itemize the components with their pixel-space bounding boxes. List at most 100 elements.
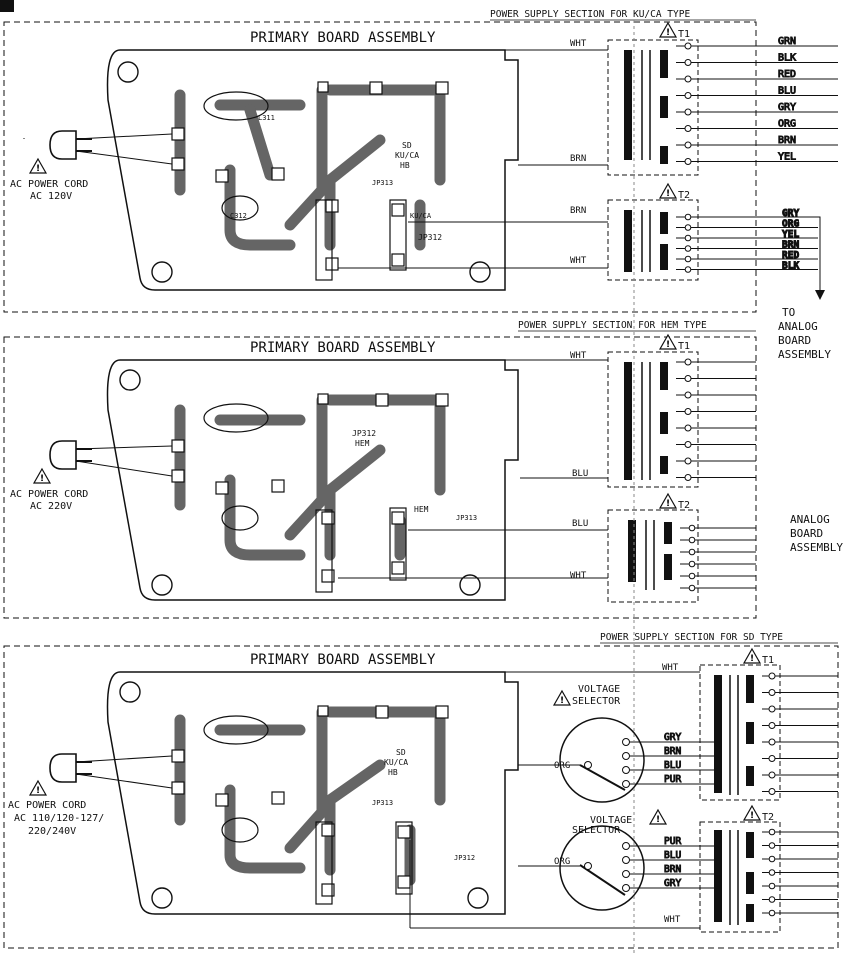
svg-text:BRN: BRN	[570, 154, 586, 164]
wire-color-label: BRN	[664, 746, 681, 757]
svg-text:BOARD: BOARD	[790, 527, 823, 540]
wire-color-label: YEL	[778, 152, 796, 163]
terminal	[688, 548, 696, 556]
svg-text:WHT: WHT	[570, 256, 587, 266]
section-sd: POWER SUPPLY SECTION FOR SD TYPE PRIMARY…	[3, 632, 839, 949]
terminal	[684, 441, 692, 448]
wire-color-label: BLU	[664, 850, 681, 861]
section-header: POWER SUPPLY SECTION FOR KU/CA TYPE	[490, 9, 690, 20]
svg-text:HB: HB	[400, 161, 410, 170]
wire-color-label: BRN	[664, 864, 681, 875]
transformer-t1	[699, 664, 781, 801]
svg-text:SELECTOR: SELECTOR	[572, 696, 621, 707]
power-cord-label: AC POWER CORD	[8, 800, 86, 811]
terminal	[684, 234, 692, 242]
terminal	[684, 408, 692, 415]
terminal	[768, 672, 776, 680]
terminal	[684, 424, 692, 432]
svg-text:T2: T2	[762, 812, 774, 823]
svg-text:ORG: ORG	[554, 857, 570, 867]
terminal	[768, 909, 776, 917]
terminal	[768, 689, 776, 696]
terminal	[684, 375, 692, 382]
wire-color-label: RED	[782, 250, 799, 261]
svg-text:BRN: BRN	[570, 206, 586, 216]
transformer-t1	[607, 39, 699, 176]
svg-text:AC 220V: AC 220V	[30, 501, 72, 512]
wire-color-label: ORG	[782, 219, 799, 230]
terminal	[684, 255, 692, 263]
terminal	[684, 141, 692, 149]
primary-board	[106, 49, 519, 291]
terminal	[684, 457, 692, 465]
svg-text:T1: T1	[762, 655, 774, 666]
svg-text:KU/CA: KU/CA	[395, 151, 419, 160]
terminal	[688, 536, 696, 544]
svg-text:SD: SD	[402, 141, 412, 150]
wire-color-label: PUR	[664, 836, 681, 847]
transformer-t1	[607, 351, 699, 488]
svg-text:KU/CA: KU/CA	[410, 212, 432, 220]
svg-text:BLU: BLU	[572, 469, 588, 479]
svg-text:HEM: HEM	[414, 505, 429, 514]
svg-text:WHT: WHT	[662, 663, 679, 673]
svg-text:VOLTAGE: VOLTAGE	[590, 815, 632, 826]
terminal	[768, 705, 776, 713]
terminal	[684, 59, 692, 66]
wire-color-label: RED	[778, 69, 796, 80]
svg-text:BLU: BLU	[572, 519, 588, 529]
board-title: PRIMARY BOARD ASSEMBLY	[250, 340, 436, 356]
voltage-selector-1: VOLTAGE SELECTOR ORG	[553, 684, 645, 803]
svg-text:AC 110/120-127/: AC 110/120-127/	[14, 813, 104, 824]
svg-text:SD: SD	[396, 748, 406, 757]
terminal	[768, 896, 776, 903]
svg-text:KU/CA: KU/CA	[384, 758, 408, 767]
terminal	[684, 245, 692, 252]
svg-text:L311: L311	[258, 114, 275, 122]
wire-color-label: BLU	[664, 760, 681, 771]
svg-text:VOLTAGE: VOLTAGE	[578, 684, 620, 695]
terminal	[768, 855, 776, 863]
svg-text:JP312: JP312	[352, 429, 376, 438]
wire-color-label: GRN	[778, 36, 796, 47]
wire-color-label: GRY	[664, 878, 681, 889]
svg-text:WHT: WHT	[570, 571, 587, 581]
terminal	[768, 842, 776, 849]
terminal	[688, 572, 696, 580]
svg-text:JP313: JP313	[372, 799, 393, 807]
transformer-t2	[699, 821, 781, 933]
terminal	[684, 266, 692, 273]
svg-text:T1: T1	[678, 341, 690, 352]
terminal	[684, 213, 692, 221]
terminal	[768, 755, 776, 762]
svg-text:ORG: ORG	[554, 761, 570, 771]
section-kuca: POWER SUPPLY SECTION FOR KU/CA TYPE PRIM…	[3, 9, 838, 361]
board-title: PRIMARY BOARD ASSEMBLY	[250, 30, 436, 46]
terminal	[684, 358, 692, 366]
primary-board	[106, 671, 519, 915]
svg-text:ANALOG: ANALOG	[790, 513, 830, 526]
svg-text:220/240V: 220/240V	[28, 826, 76, 837]
svg-text:ASSEMBLY: ASSEMBLY	[778, 348, 831, 361]
terminal	[684, 391, 692, 399]
svg-text:JP312: JP312	[454, 854, 475, 862]
wire-color-label: BLK	[782, 261, 799, 272]
svg-text:T2: T2	[678, 190, 690, 201]
svg-text:AC 120V: AC 120V	[30, 191, 72, 202]
section-hem: POWER SUPPLY SECTION FOR HEM TYPE PRIMAR…	[3, 320, 843, 619]
wire-color-label: BLK	[778, 53, 796, 64]
svg-text:BOARD: BOARD	[778, 334, 811, 347]
wire-color-label: BRN	[778, 135, 796, 146]
terminal	[684, 92, 692, 99]
svg-text:WHT: WHT	[570, 351, 587, 361]
terminal	[688, 584, 696, 592]
svg-text:WHT: WHT	[570, 39, 587, 49]
wire-color-label: BLU	[778, 86, 796, 97]
terminal	[684, 42, 692, 50]
svg-text:T2: T2	[678, 500, 690, 511]
wire-color-label: BRN	[782, 240, 799, 251]
svg-text:WHT: WHT	[664, 915, 681, 925]
svg-text:ANALOG: ANALOG	[778, 320, 818, 333]
